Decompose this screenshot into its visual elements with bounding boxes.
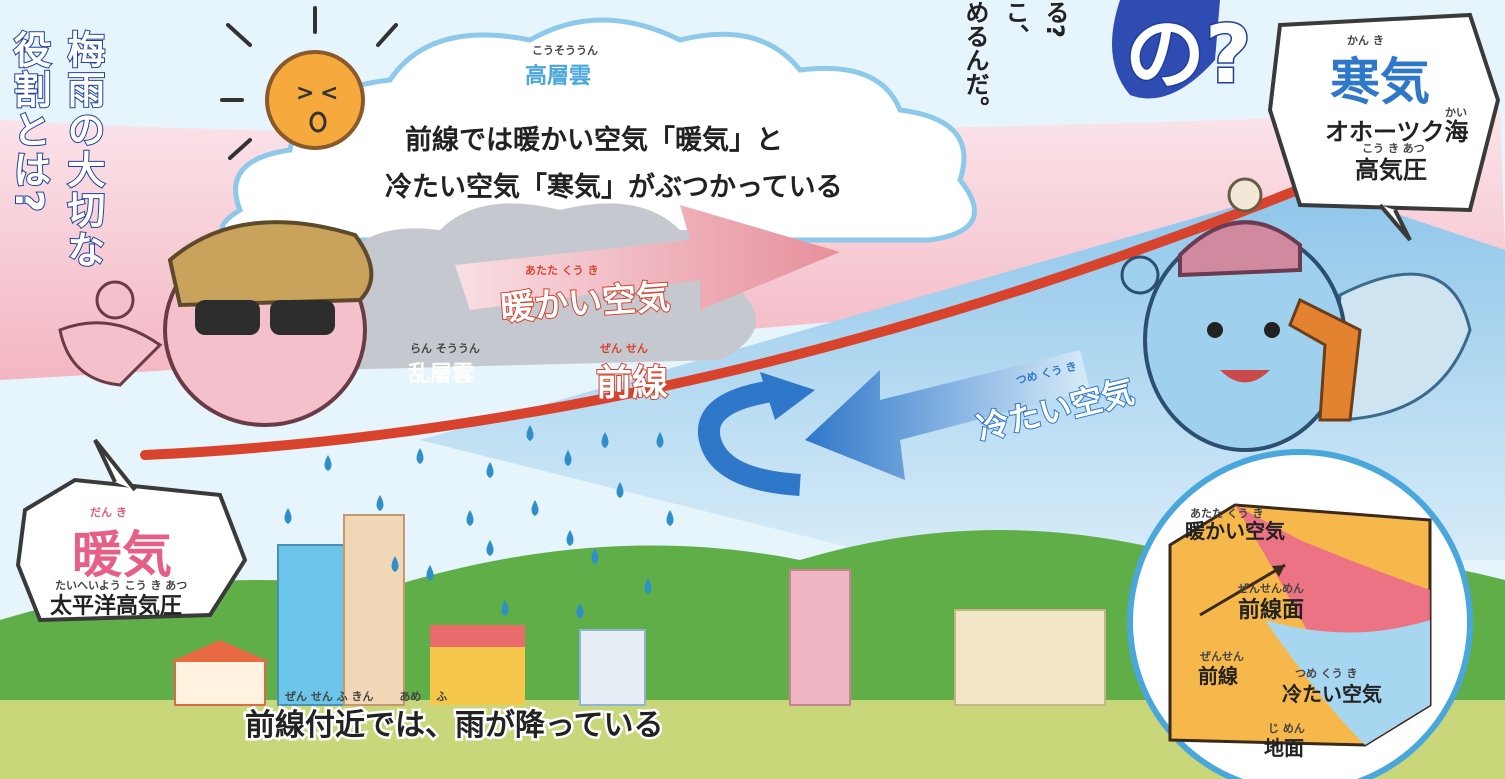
intro-line-2: こ、 [1001,0,1029,48]
intro-line-3: めるんだ。 [961,0,989,120]
lower-cloud-label: 乱層雲 [408,362,475,387]
cold-air-arrow [805,350,1090,480]
front-reading: ぜん せん [600,342,648,355]
cold-high-reading: こう き あつ [1362,142,1425,155]
inset-circle [1127,449,1473,779]
upper-cloud-label: 高層雲 [525,64,592,89]
rain-drops [284,425,674,619]
pacific-high-reading: たいへいよう こう き あつ [55,579,188,592]
warm-air-character [58,220,374,427]
inset-warm-air: 暖かい空気 [1185,519,1285,543]
inset-ground: 地面 [1264,736,1304,760]
cold-mass-bubble [1267,12,1501,213]
warm-air-arrow-upper [455,205,840,310]
inset-cold-reading: つめ くう き [1295,667,1358,680]
inset-surface-reading: ぜんせんめん [1238,582,1304,595]
front-line [140,180,1315,460]
warm-mass-bubble [15,477,248,623]
warm-mass-name: 暖気 [72,526,172,584]
front-label: 前線 [595,362,669,405]
svg-text:>: > [296,81,314,106]
cold-mass-name: 寒気 [1330,53,1430,111]
inset-ground-reading: じ めん [1268,722,1305,735]
ground-caption: 前線付近では、雨が降っている [243,706,666,746]
big-heading-mark: の? [1123,7,1252,103]
inset-cold-air: 冷たい空気 [1282,682,1382,706]
warm-air-reading: あたた くう き [525,264,599,277]
buildings [170,514,1106,706]
svg-text:<: < [320,81,338,106]
explanation-line-1: 前線では暖かい空気「暖気」と [405,125,783,156]
okhotsk-reading: かい [1445,106,1467,119]
inset-front-reading: ぜんせん [1200,650,1244,663]
sun-character: > < [220,6,398,160]
ground-caption-reading: ぜん せん ふ きん あめ ふ [285,690,448,703]
okhotsk-label: オホーツク海 [1325,118,1469,146]
inset-warm-reading: あたた くう き [1190,507,1264,520]
upper-cloud-reading: こうそううん [532,44,598,57]
inset-front: 前線 [1198,664,1238,688]
title-line-2: 役割とは? [6,29,52,215]
lower-cloud-reading: らん そううん [410,342,480,355]
cold-high-label: 高気圧 [1355,156,1427,184]
explanation-line-2: 冷たい空気「寒気」がぶつかっている [385,172,843,203]
curl-arrow [697,379,801,496]
title-line-1: 梅雨の大切な [60,29,106,271]
warm-mass-reading: だん き [90,506,127,519]
cold-air-character [1120,177,1472,452]
big-question-mark [1112,0,1220,99]
cold-mass-reading: かん き [1347,34,1384,47]
inset-frontal-surface: 前線面 [1238,598,1305,623]
pacific-high-label: 太平洋高気圧 [50,594,183,619]
intro-line-1: る? [1041,0,1069,38]
